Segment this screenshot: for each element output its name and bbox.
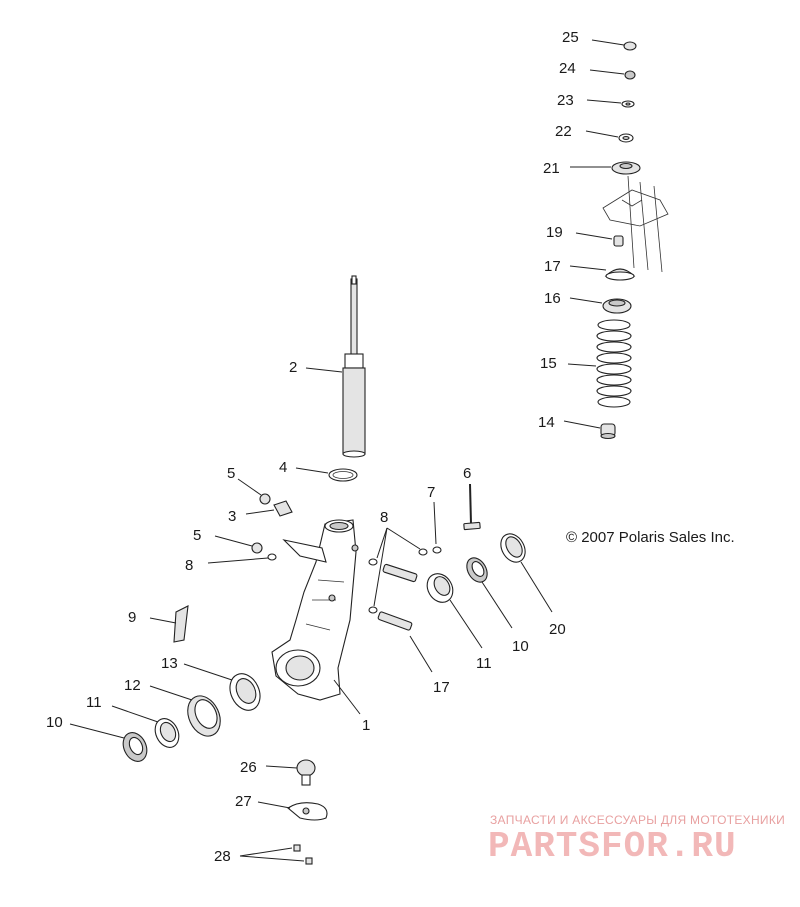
part-11-race-left: 11 [86, 694, 180, 748]
callout-2: 2 [289, 359, 297, 376]
part-12-ring-left: 12 [124, 677, 221, 737]
part-18-bolts: 17 [377, 563, 450, 696]
watermark-tagline: ЗАПЧАСТИ И АКСЕССУАРЫ ДЛЯ МОТОТЕХНИКИ [490, 813, 786, 827]
callout-5b: 5 [193, 527, 201, 544]
callout-5a: 5 [227, 465, 235, 482]
callout-25: 25 [562, 29, 579, 46]
part-25-nut: 25 [562, 29, 637, 51]
part-6-bolt: 6 [463, 465, 481, 531]
part-15-coil-spring: 15 [540, 319, 632, 408]
part-14-bushing: 14 [538, 414, 616, 440]
part-8-washers-right: 8 [368, 509, 428, 614]
part-2-strut: 2 [289, 275, 366, 458]
callout-11b: 11 [86, 694, 102, 711]
part-1-knuckle: 1 [271, 519, 370, 734]
part-9-boot: 9 [128, 605, 189, 643]
callout-22: 22 [555, 123, 572, 140]
callout-15: 15 [540, 355, 557, 372]
part-3-o-ring: 4 [279, 459, 358, 482]
callout-10b: 10 [46, 714, 63, 731]
part-5-nut-upper: 5 [227, 465, 271, 505]
copyright-notice: © 2007 Polaris Sales Inc. [566, 529, 735, 546]
callout-8b: 8 [380, 509, 388, 526]
part-16-spring-seat: 16 [544, 290, 632, 314]
part-5-nut-lower: 5 [193, 527, 263, 554]
callout-1: 1 [362, 717, 370, 734]
callout-23: 23 [557, 92, 574, 109]
part-23-washer: 23 [557, 92, 635, 109]
part-20-seal: 20 [500, 533, 566, 638]
part-4-clip: 3 [228, 500, 293, 525]
callout-11a: 11 [476, 655, 492, 672]
callout-4: 3 [228, 508, 236, 525]
callout-27: 27 [235, 793, 252, 810]
callout-26: 26 [240, 759, 257, 776]
part-7-washer: 7 [427, 484, 442, 554]
part-19-sleeve: 19 [546, 224, 624, 247]
part-10-bearing-left: 10 [46, 714, 148, 762]
callout-13: 13 [161, 655, 178, 672]
part-24-nut: 24 [559, 60, 636, 80]
callout-6: 6 [463, 465, 471, 482]
callout-24: 24 [559, 60, 576, 77]
callout-16: 16 [544, 290, 561, 307]
part-28-screws: 28 [214, 844, 313, 865]
callout-17: 17 [544, 258, 561, 275]
callout-7: 7 [427, 484, 435, 501]
callout-12: 12 [124, 677, 141, 694]
part-27-plate: 27 [235, 793, 328, 821]
part-13-seal-left: 13 [161, 655, 261, 711]
part-22-washer: 22 [555, 123, 634, 143]
callout-9: 9 [128, 609, 136, 626]
callout-20: 20 [549, 621, 566, 638]
callout-14: 14 [538, 414, 555, 431]
callout-21: 21 [543, 160, 560, 177]
callout-18: 17 [433, 679, 450, 696]
callout-28: 28 [214, 848, 231, 865]
mount-bracket [602, 175, 669, 273]
part-26-ball-joint: 26 [240, 759, 316, 786]
part-17-cup: 17 [544, 258, 636, 281]
callout-10a: 10 [512, 638, 529, 655]
part-21-bushing: 21 [543, 160, 641, 177]
callout-8a: 8 [185, 557, 193, 574]
part-11-race-right: 11 [426, 573, 492, 672]
part-10-bearing-right: 10 [466, 557, 529, 655]
callout-3: 4 [279, 459, 287, 476]
part-8-washer-left: 8 [185, 553, 277, 574]
callout-19: 19 [546, 224, 563, 241]
watermark-logo: PARTSFOR.RU [488, 826, 737, 867]
